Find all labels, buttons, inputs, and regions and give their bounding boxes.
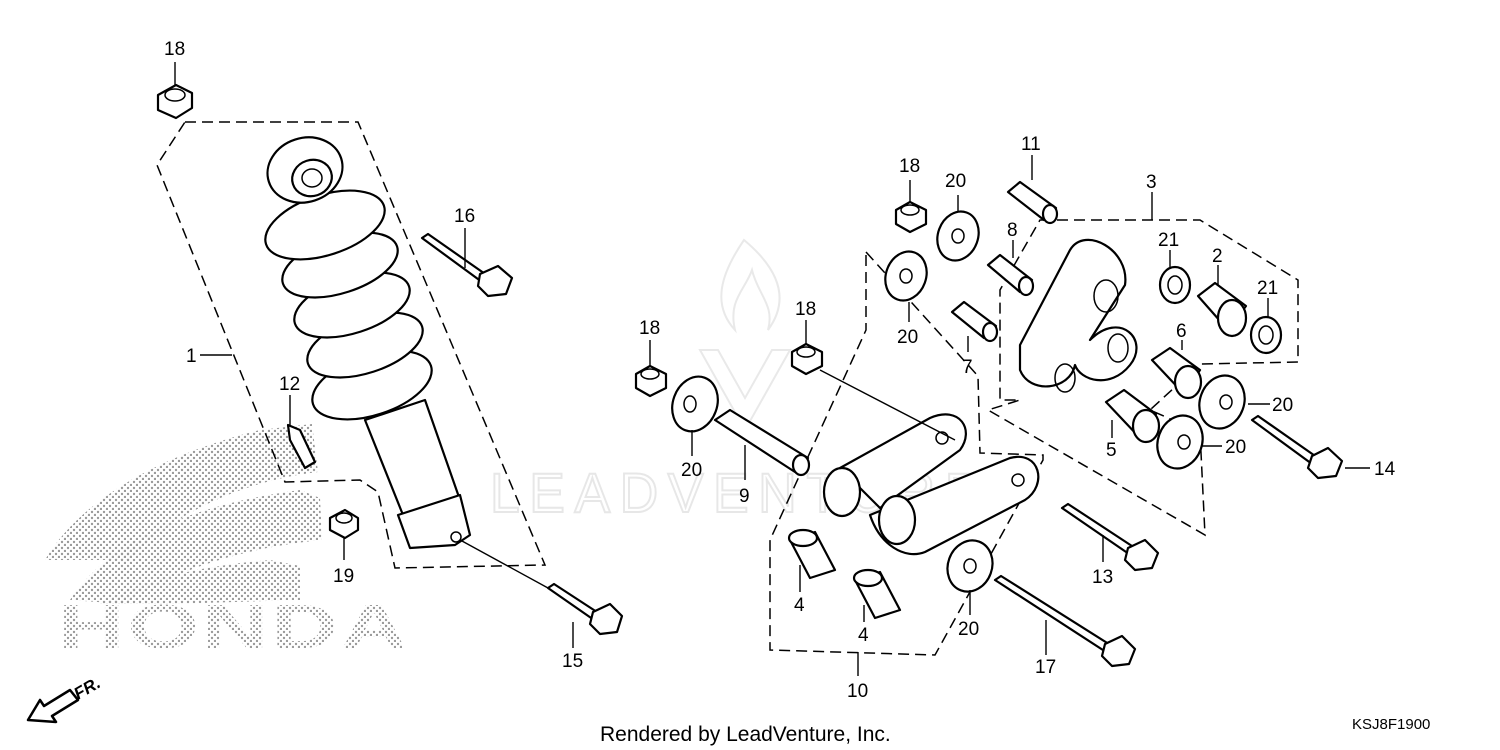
collar-9 [713,408,811,477]
washer-20-top [936,210,980,262]
seal-21-right [1249,315,1283,355]
callout-14: 14 [1374,459,1396,480]
callout-1: 1 [186,346,197,367]
bushing-4b [852,568,902,620]
nut-18-left [634,364,668,398]
callout-19: 19 [333,566,354,587]
collar-5 [1104,388,1161,444]
pin-11 [1006,180,1059,225]
callout-8: 8 [1007,220,1018,241]
bolt-16 [420,232,514,298]
callout-4a: 4 [794,595,805,616]
bolt-13 [1060,502,1160,572]
washer-20-right-upper [1198,374,1246,430]
callout-7: 7 [962,357,973,378]
group-outline-arm [986,219,1299,537]
honda-brand-mark: HONDA [58,593,410,662]
callout-9: 9 [739,486,750,507]
shock-absorber [264,136,472,550]
callout-4b: 4 [858,625,869,646]
callout-18a: 18 [164,39,185,60]
washer-20-right-lower [1156,414,1204,470]
callout-13: 13 [1092,567,1113,588]
callout-11: 11 [1021,134,1041,155]
callout-20d: 20 [958,619,979,640]
callout-20c: 20 [681,460,702,481]
callout-21b: 21 [1257,278,1278,299]
group-outline-shock [156,121,547,569]
callout-20b: 20 [897,327,918,348]
bolt-17 [993,574,1137,668]
callout-17: 17 [1035,657,1056,678]
clip-12 [286,423,317,470]
callout-6: 6 [1176,321,1187,342]
callout-15: 15 [562,651,583,672]
callout-16: 16 [454,206,475,227]
washer-20-left [671,375,719,433]
nut-18-mid [790,342,824,376]
callout-12: 12 [279,374,300,395]
washer-20-bottom [946,539,994,593]
callout-numbers: 1 2 3 4 4 5 6 7 8 9 10 11 12 13 14 15 16… [164,39,1396,702]
cushion-arm-3 [1018,238,1138,393]
cushion-rod-10 [822,413,1040,556]
footer-credit: Rendered by LeadVenture, Inc. [600,723,891,746]
front-direction-arrow-icon: FR. [26,673,104,724]
callout-2: 2 [1212,246,1223,267]
nut-18-top [156,83,194,120]
callout-20a: 20 [945,171,966,192]
bolt-15 [546,582,624,636]
diagram-code: KSJ8F1900 [1352,716,1430,733]
bushing-4a [787,528,837,580]
bearing-2 [1196,281,1248,338]
callout-18c: 18 [795,299,816,320]
callout-21a: 21 [1158,230,1179,251]
seal-21-left [1158,265,1192,305]
leader-lines [174,62,1370,676]
callout-20f: 20 [1225,437,1246,458]
callout-3: 3 [1146,172,1157,193]
collar-6 [1150,346,1203,400]
honda-wing-logo: HONDA [45,424,410,662]
callout-18d: 18 [899,156,920,177]
callout-5: 5 [1106,440,1117,461]
washer-20-upper-left [884,250,928,302]
bolt-14 [1250,414,1344,480]
nut-18-right [894,200,928,234]
pin-8 [986,253,1035,297]
pin-7 [950,300,999,343]
callout-10: 10 [847,681,868,702]
nut-19 [328,508,360,540]
group-outline-rod [769,250,1044,656]
callout-18b: 18 [639,318,660,339]
callout-20e: 20 [1272,395,1293,416]
